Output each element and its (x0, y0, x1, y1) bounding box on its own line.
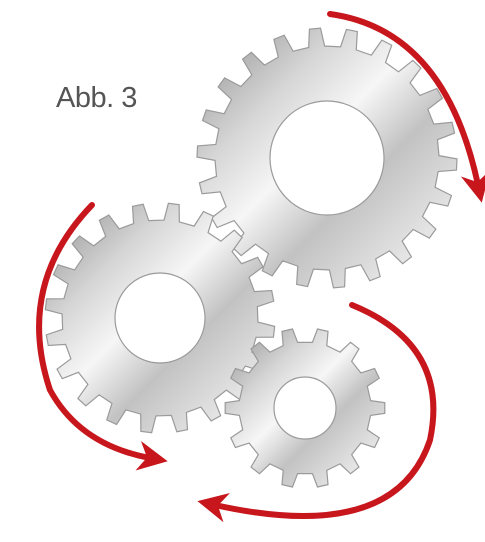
large-gear (197, 28, 457, 288)
figure-label: Abb. 3 (56, 82, 137, 115)
